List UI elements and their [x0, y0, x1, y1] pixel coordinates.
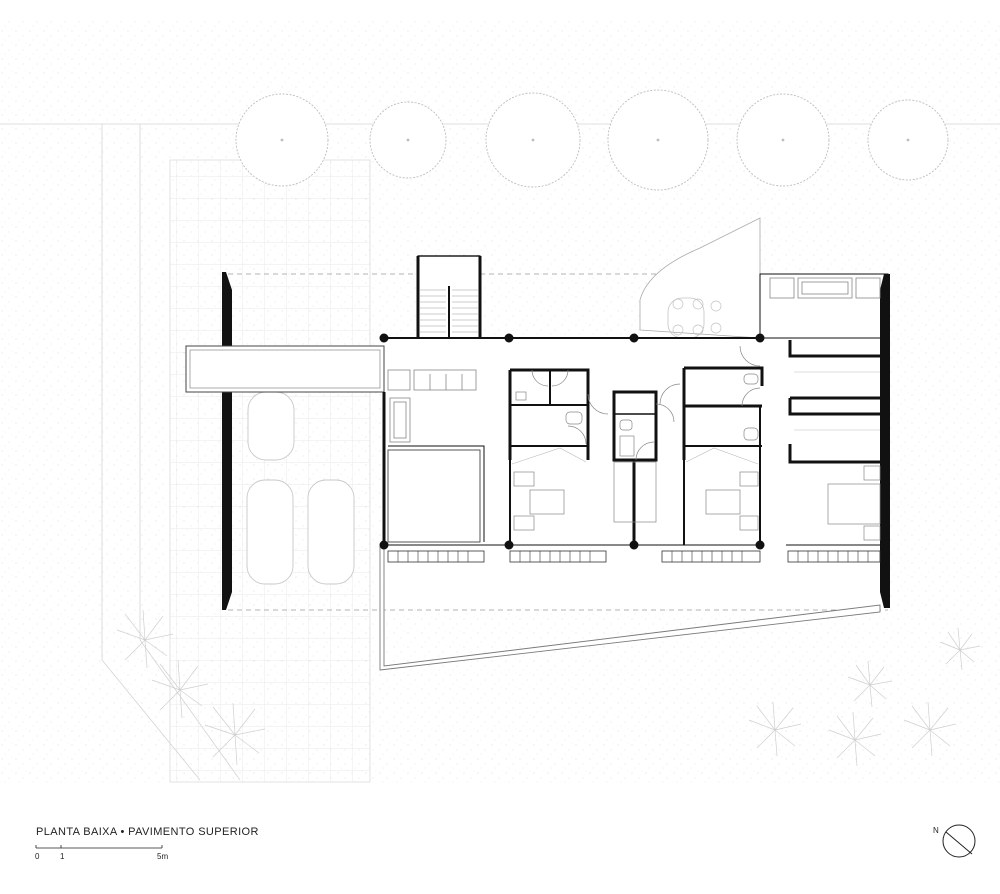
car-icon: [307, 479, 355, 585]
drawing-title: PLANTA BAIXA • PAVIMENTO SUPERIOR: [36, 826, 259, 838]
palm-plants: [116, 609, 981, 767]
cars: [246, 391, 355, 585]
central-bathroom: [612, 390, 675, 545]
living-furniture: [387, 369, 477, 443]
bedroom-1: [508, 368, 609, 545]
stair-tower: [416, 255, 482, 339]
bedroom-2: [659, 345, 764, 545]
driveway-paving: [169, 159, 371, 783]
scale-label-1: 1: [60, 852, 65, 861]
scale-bar: [35, 845, 163, 849]
car-icon: [246, 479, 294, 585]
balcony-railings: [387, 550, 881, 563]
scale-label-5m: 5m: [157, 852, 169, 861]
master-furniture: [769, 277, 881, 299]
structural-columns: [379, 333, 765, 550]
north-balcony: [639, 217, 761, 339]
north-label: N: [933, 826, 939, 835]
walkway-bridge: [185, 345, 385, 393]
garage-wall: [222, 272, 232, 610]
terrace-outline: [379, 545, 881, 671]
car-icon: [247, 391, 295, 461]
void-room: [387, 445, 485, 543]
scale-label-0: 0: [35, 852, 40, 861]
master-closet-bay: [759, 273, 889, 339]
master-suite: [786, 340, 884, 546]
north-arrow-icon: [942, 824, 976, 858]
north-arrow: [942, 824, 976, 858]
